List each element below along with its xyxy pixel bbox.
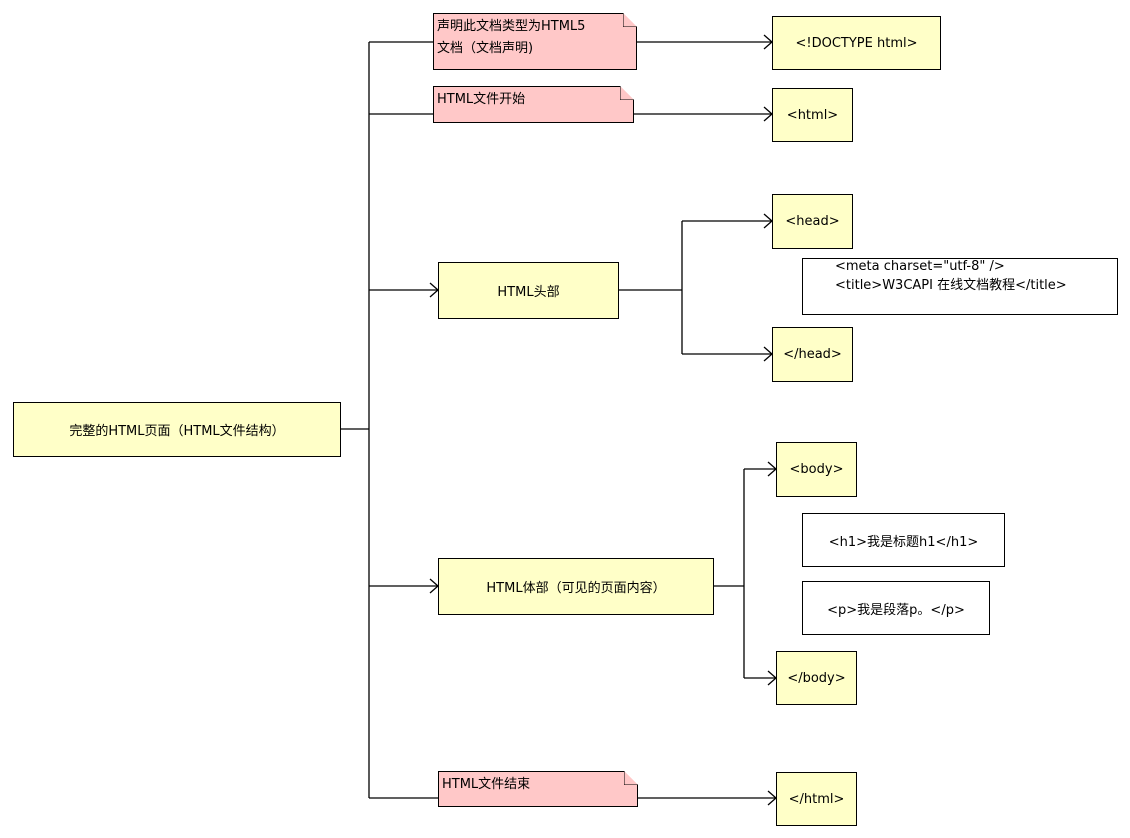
note-fold-icon: [623, 13, 637, 27]
tag-body-open: <body>: [776, 442, 857, 497]
tag-html-close: </html>: [776, 772, 857, 826]
section-head-label: HTML头部: [497, 285, 560, 300]
tag-doctype: <!DOCTYPE html>: [772, 16, 941, 70]
head-content-meta: <meta charset="utf-8" />: [835, 259, 1005, 274]
section-head: HTML头部: [438, 262, 619, 319]
head-content-title: <title>W3CAPI 在线文档教程</title>: [835, 278, 1067, 293]
tag-head-open: <head>: [772, 194, 853, 249]
note-fold-icon: [624, 771, 638, 785]
body-content-h1-label: <h1>我是标题h1</h1>: [828, 534, 979, 550]
tag-body-close-label: </body>: [787, 670, 846, 686]
note-doctype-line-1: 声明此文档类型为HTML5: [437, 19, 586, 34]
head-content: <meta charset="utf-8" /> <title>W3CAPI 在…: [802, 258, 1118, 315]
note-doctype: 声明此文档类型为HTML5 文档（文档声明): [433, 13, 637, 70]
tag-html-close-label: </html>: [788, 791, 845, 807]
section-body: HTML体部（可见的页面内容）: [438, 558, 714, 615]
tag-body-open-label: <body>: [789, 462, 844, 477]
body-content-h1: <h1>我是标题h1</h1>: [802, 513, 1005, 567]
tag-body-close: </body>: [776, 651, 857, 705]
body-content-p: <p>我是段落p。</p>: [802, 581, 990, 635]
root-label: 完整的HTML页面（HTML文件结构）: [69, 424, 285, 439]
note-doctype-line-2: 文档（文档声明): [437, 41, 534, 56]
tag-head-open-label: <head>: [785, 214, 840, 229]
tag-head-close-label: </head>: [783, 347, 842, 362]
note-html-end: HTML文件结束: [438, 771, 638, 807]
root-node: 完整的HTML页面（HTML文件结构）: [13, 402, 341, 457]
tag-html-open-label: <html>: [786, 107, 839, 123]
note-html-start: HTML文件开始: [433, 86, 634, 123]
tag-head-close: </head>: [772, 327, 853, 382]
section-body-label: HTML体部（可见的页面内容）: [486, 581, 666, 596]
tag-doctype-label: <!DOCTYPE html>: [795, 35, 918, 51]
note-html-start-text: HTML文件开始: [437, 92, 526, 107]
tag-html-open: <html>: [772, 88, 853, 142]
body-content-p-label: <p>我是段落p。</p>: [827, 602, 965, 618]
note-html-end-text: HTML文件结束: [442, 777, 531, 792]
note-fold-icon: [620, 86, 634, 100]
